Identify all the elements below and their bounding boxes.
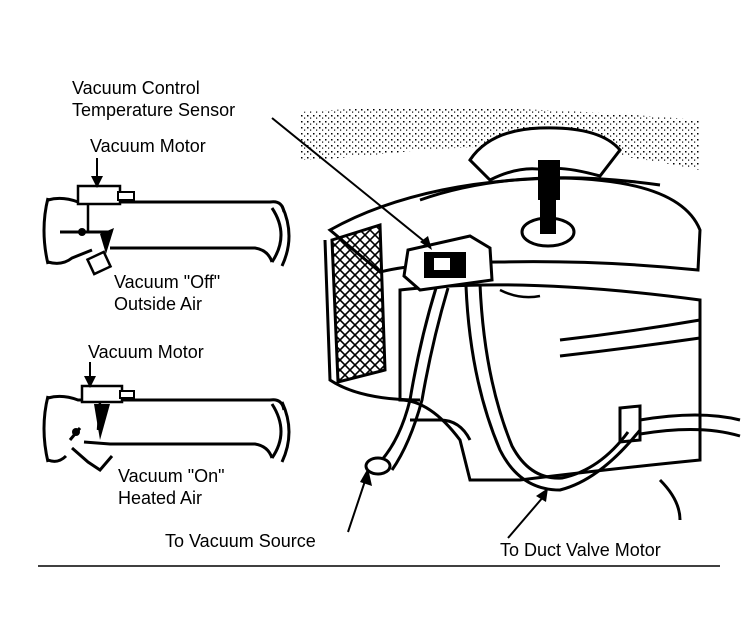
- temperature-sensor: [402, 234, 494, 292]
- label-vacuum-source: To Vacuum Source: [165, 531, 316, 551]
- arrow-motor-top: [91, 158, 103, 188]
- label-off-line2: Outside Air: [114, 294, 203, 314]
- arrow-motor-bottom: [84, 362, 96, 388]
- label-duct-valve: To Duct Valve Motor: [500, 540, 661, 560]
- vacuum-motor-bottom: [68, 384, 135, 441]
- vacuum-motor-top: [60, 184, 135, 276]
- label-off-line1: Vacuum "Off": [114, 272, 221, 292]
- duct-outside-air: [42, 196, 291, 267]
- vacuum-hoses: [364, 283, 642, 492]
- label-motor-top: Vacuum Motor: [90, 136, 206, 156]
- label-sensor-line1: Vacuum Control: [72, 78, 200, 98]
- leader-lines: [271, 117, 548, 539]
- label-motor-bottom: Vacuum Motor: [88, 342, 204, 362]
- label-sensor-line2: Temperature Sensor: [72, 100, 236, 120]
- label-on-line2: Heated Air: [118, 488, 203, 508]
- label-on-line1: Vacuum "On": [118, 466, 225, 486]
- duct-heated-air: [42, 394, 291, 472]
